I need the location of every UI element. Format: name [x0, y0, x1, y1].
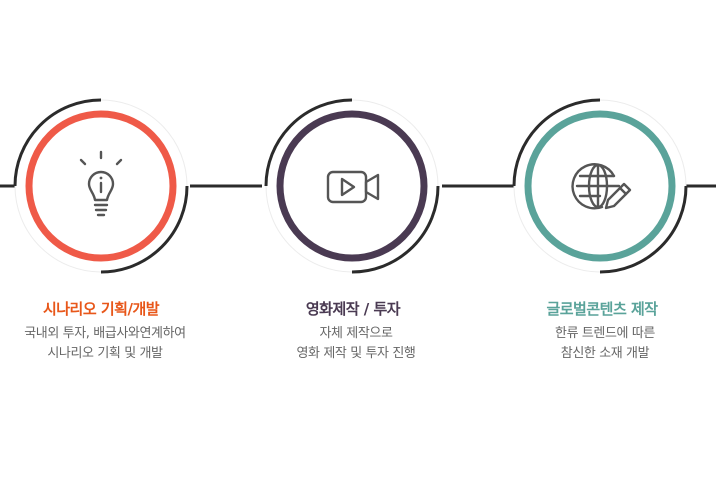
step-2-desc-line-1: 자체 제작으로	[319, 326, 393, 341]
step-1-title: 시나리오 기획/개발	[42, 300, 160, 318]
step-2-desc-line-2: 영화 제작 및 투자 진행	[296, 346, 416, 361]
step-3-desc-line-2: 참신한 소재 개발	[560, 346, 650, 361]
step-3-title: 글로벌콘텐츠 제작	[546, 300, 658, 318]
step-3-description: 한류 트렌드에 따른 참신한 소재 개발	[485, 324, 720, 364]
step-2-description: 자체 제작으로 영화 제작 및 투자 진행	[236, 324, 476, 364]
lightbulb-icon	[65, 150, 137, 222]
globe-pencil-icon	[564, 150, 636, 222]
step-1-description: 국내외 투자, 배급사와연계하여 시나리오 기획 및 개발	[0, 324, 225, 364]
step-1-desc-line-1: 국내외 투자, 배급사와연계하여	[24, 326, 186, 341]
step-2-title: 영화제작 / 투자	[305, 300, 401, 318]
video-camera-icon	[316, 150, 388, 222]
step-3-desc-line-1: 한류 트렌드에 따른	[555, 326, 655, 341]
step-1-desc-line-2: 시나리오 기획 및 개발	[47, 346, 163, 361]
